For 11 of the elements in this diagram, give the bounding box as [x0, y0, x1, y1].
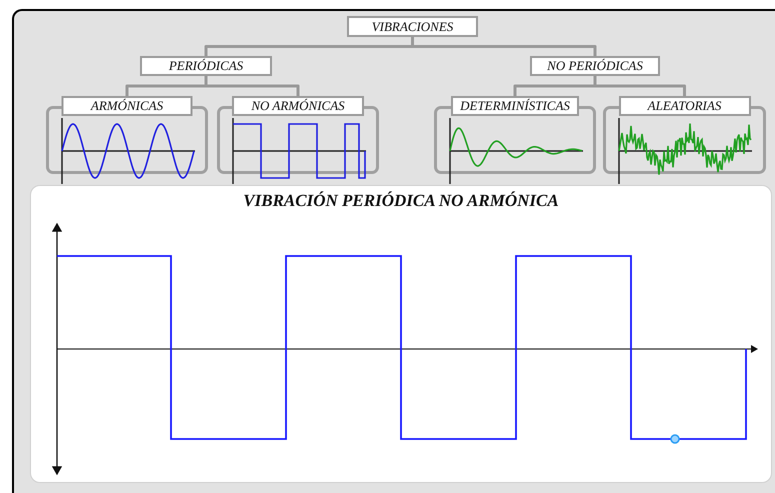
category-label: NO ARMÓNICAS [232, 96, 364, 116]
connector-line [204, 76, 300, 96]
category-label: ARMÓNICAS [62, 96, 192, 116]
category-label: PERIÓDICAS [140, 56, 272, 76]
category-label: DETERMINÍSTICAS [451, 96, 579, 116]
category-label: ALEATORIAS [618, 96, 750, 116]
chart-title: VIBRACIÓN PERIÓDICA NO ARMÓNICA [243, 191, 559, 211]
connector-line [594, 76, 686, 96]
category-label: VIBRACIONES [347, 16, 478, 37]
category-label: NO PERIÓDICAS [530, 56, 660, 76]
chart-panel [30, 185, 772, 483]
